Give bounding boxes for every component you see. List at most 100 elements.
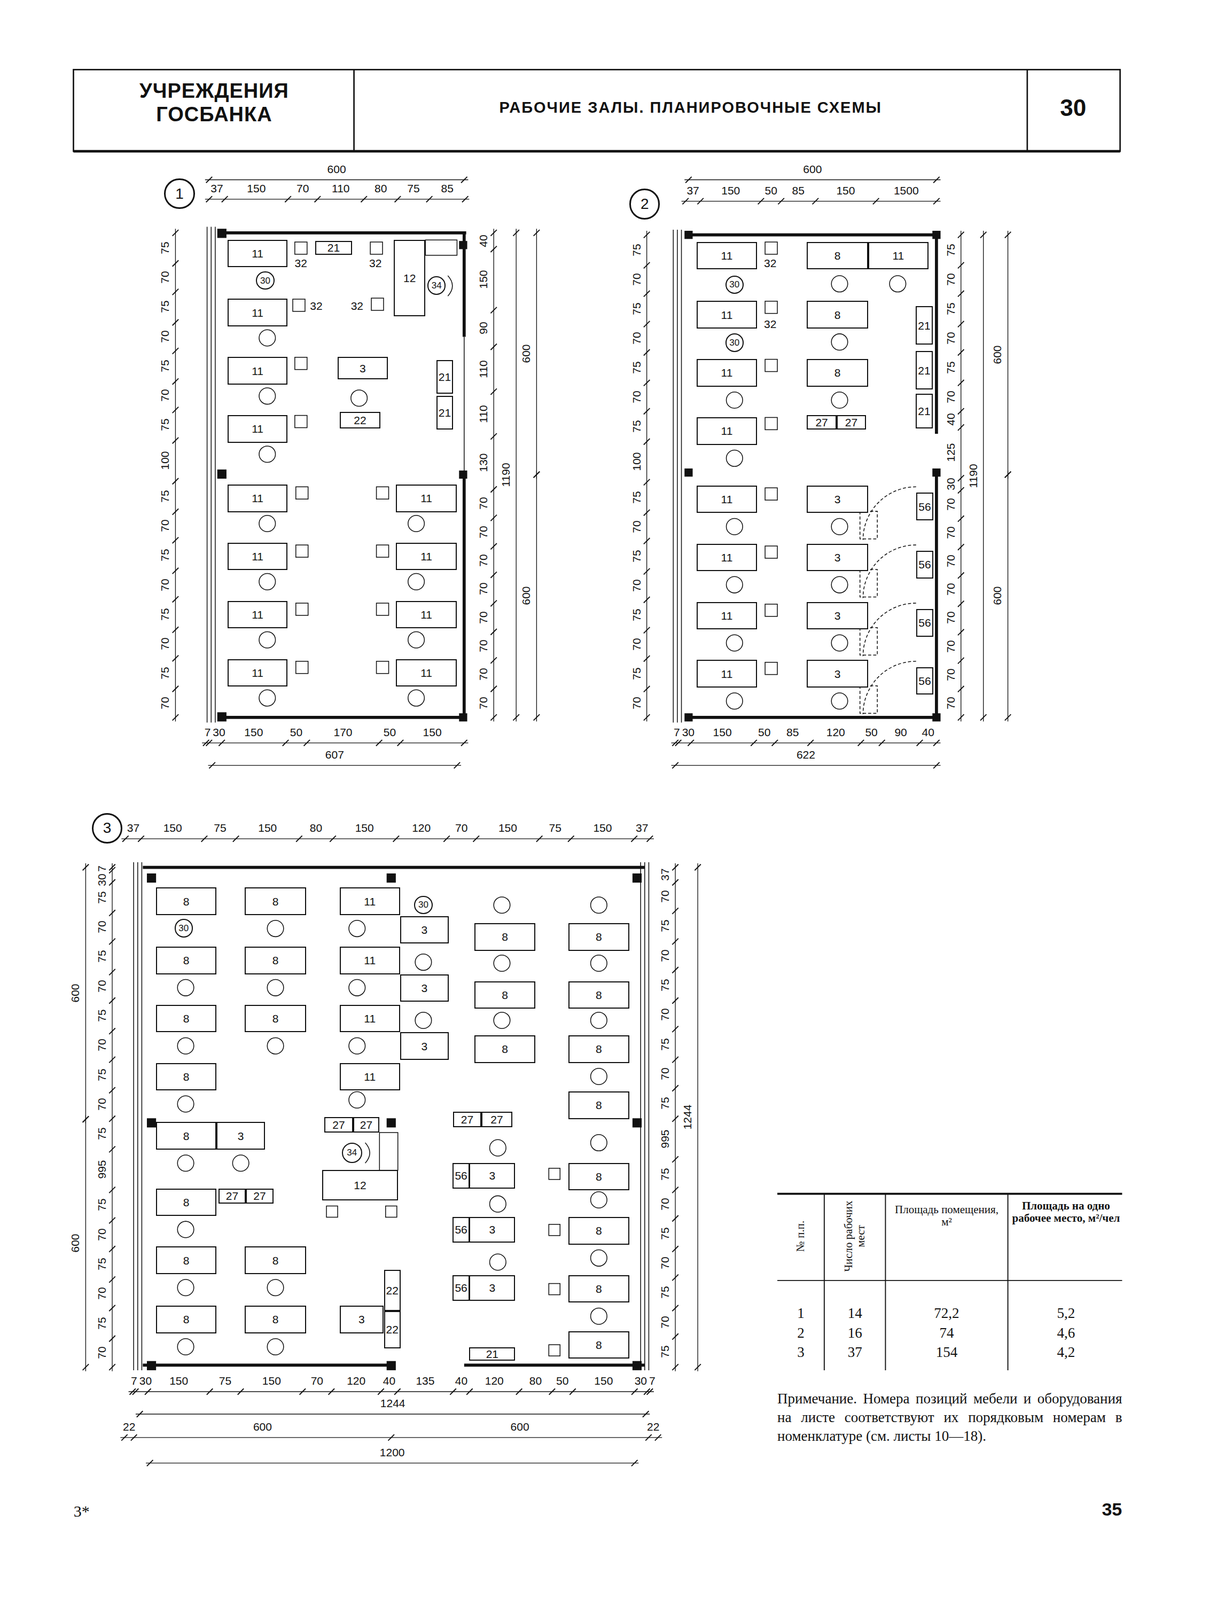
plan-3	[386, 1361, 396, 1371]
dimension-tick	[643, 262, 650, 269]
dimension-line	[536, 470, 537, 722]
dimension-label: 70	[477, 639, 490, 652]
dimension-tick	[643, 231, 650, 238]
dimension-label: 70	[944, 668, 957, 681]
dimension-label: 75	[549, 822, 562, 835]
plan-2	[831, 275, 848, 293]
plan-2	[684, 713, 693, 722]
dimension-tick	[777, 198, 784, 205]
dimension-line	[516, 228, 517, 722]
dimension-tick	[122, 835, 129, 842]
plan-3	[177, 1037, 194, 1055]
plan-3	[386, 1118, 396, 1128]
dimension-tick	[812, 198, 819, 205]
item-number: 30	[729, 279, 740, 290]
dimension-label: 85	[786, 726, 799, 739]
dimension-label: 75	[159, 359, 172, 372]
item-number: 11	[251, 247, 264, 260]
dimension-tick	[206, 1388, 213, 1395]
dimension-label: 70	[944, 272, 957, 286]
dimension-line	[208, 765, 462, 766]
furniture-item: 3	[806, 485, 869, 514]
dimension-tick	[672, 1305, 678, 1312]
item-number: 8	[272, 954, 279, 966]
dimension-tick	[314, 196, 321, 202]
dimension-label: 75	[159, 667, 172, 680]
item-number: 8	[834, 309, 841, 321]
furniture-item: 27	[353, 1117, 380, 1133]
dimension-label: 50	[758, 726, 771, 739]
dimension-tick	[672, 1156, 678, 1162]
item-number: 3	[834, 493, 841, 505]
dimension-label: 75	[95, 1198, 108, 1212]
chair-callout: 30	[174, 918, 193, 938]
dimension-label: 7	[204, 726, 212, 739]
dimension-tick	[643, 537, 650, 544]
dimension-tick	[957, 515, 964, 522]
dimension-label: 75	[219, 1375, 232, 1388]
plan-1	[371, 298, 384, 311]
item-number: 3	[420, 1040, 428, 1052]
dimension-tick	[426, 196, 433, 202]
dimension-label: 37	[127, 822, 140, 835]
item-number: 21	[327, 242, 340, 254]
dimension-tick	[108, 1146, 115, 1153]
dimension-tick	[957, 262, 964, 269]
dimension-label: 150	[169, 1375, 189, 1388]
dimension-tick	[646, 1388, 653, 1395]
dimension-label: 22	[646, 1421, 660, 1434]
item-number: 8	[595, 1339, 603, 1351]
dimension-label: 75	[95, 1009, 108, 1022]
plan-3	[348, 920, 366, 938]
dimension-label: 40	[383, 1375, 396, 1388]
plan-3	[146, 873, 156, 883]
dimension-tick	[284, 196, 291, 202]
table-header: № п.п.	[794, 1197, 807, 1276]
dimension-label: 70	[658, 890, 672, 903]
dimension-label: 90	[477, 322, 490, 335]
item-number: 11	[251, 492, 264, 504]
dimension-label: 75	[658, 1038, 672, 1051]
plan-1	[295, 661, 309, 674]
item-number: 21	[438, 371, 451, 383]
dimension-line	[175, 228, 176, 722]
dimension-label: 70	[477, 525, 490, 538]
dimension-label: 75	[159, 418, 172, 432]
plan-1	[292, 299, 306, 312]
dimension-tick	[516, 1388, 522, 1395]
furniture-item: 27	[481, 1111, 512, 1128]
furniture-item: 11	[696, 242, 758, 270]
dimension-tick	[237, 1388, 244, 1395]
table-header: Площадь помещения, м²	[889, 1203, 1004, 1229]
dimension-label: 70	[630, 696, 643, 709]
dimension-tick	[108, 1245, 115, 1252]
dimension-tick	[536, 835, 543, 842]
dimension-label: 70	[477, 497, 490, 510]
item-number: 8	[183, 1254, 190, 1267]
dimension-line	[145, 1462, 639, 1464]
dimension-line	[135, 1413, 650, 1415]
dimension-tick	[108, 938, 115, 945]
dimension-label: 70	[95, 1346, 108, 1359]
dimension-tick	[490, 344, 497, 350]
plan-2	[831, 518, 848, 535]
dimension-label: 80	[309, 822, 323, 835]
furniture-item: 8	[155, 946, 217, 975]
furniture-item: 27	[324, 1117, 353, 1133]
item-number: 56	[454, 1282, 467, 1294]
item-number: 3	[488, 1282, 496, 1294]
item-number: 56	[918, 558, 931, 571]
dimension-tick	[771, 739, 778, 746]
dimension-label: 70	[658, 1067, 672, 1080]
dimension-tick	[203, 739, 209, 746]
furniture-item: 8	[244, 887, 307, 916]
item-number: 3	[834, 668, 841, 680]
dimension-tick	[490, 515, 497, 521]
dimension-line	[983, 230, 984, 722]
dimension-label: 90	[894, 726, 907, 739]
dimension-tick	[672, 1115, 678, 1122]
plan-2	[765, 545, 778, 559]
sheet-title: РАБОЧИЕ ЗАЛЫ. ПЛАНИРОВОЧНЫЕ СХЕМЫ	[498, 99, 882, 117]
furniture-item: 3	[469, 1217, 516, 1243]
dimension-label: 170	[333, 726, 353, 739]
